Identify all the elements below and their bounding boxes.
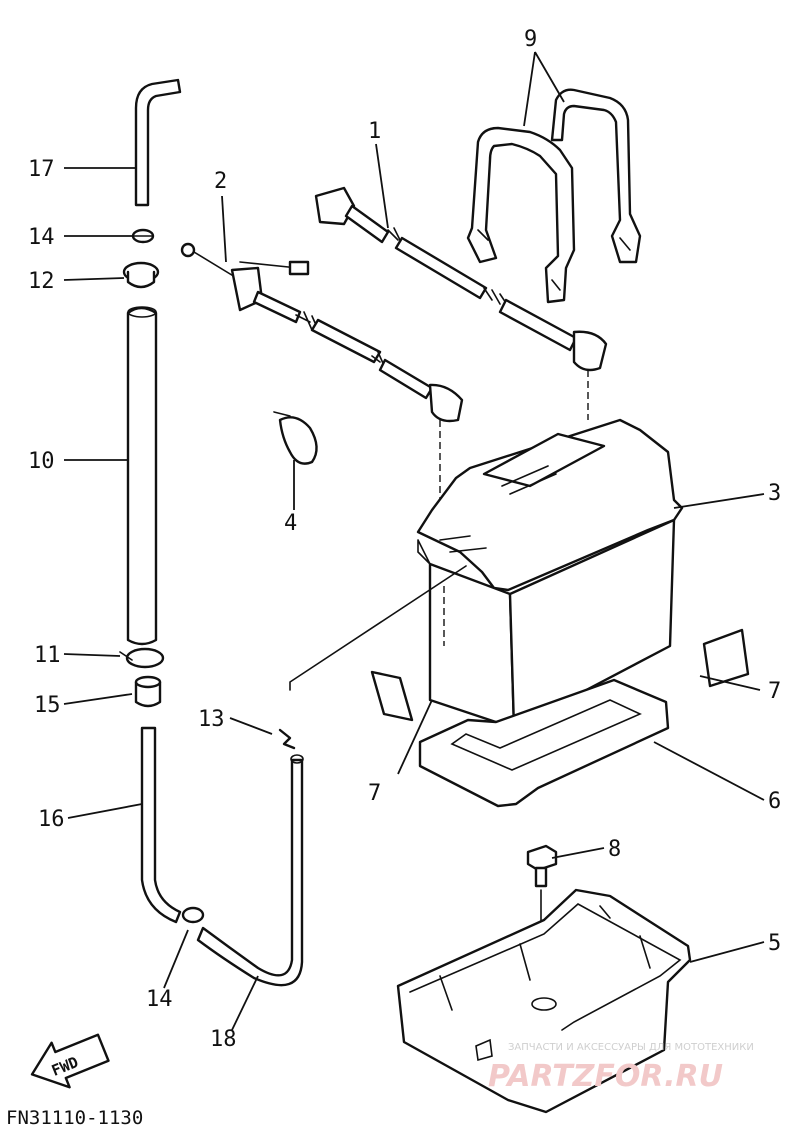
leader-lines bbox=[63, 51, 765, 1031]
callout-7-left: 7 bbox=[368, 781, 381, 806]
callout-7-right: 7 bbox=[768, 679, 781, 704]
part-4-band bbox=[273, 411, 318, 465]
part-3-battery bbox=[416, 418, 684, 730]
part-7-pad-right bbox=[702, 628, 750, 688]
callout-10: 10 bbox=[28, 449, 55, 474]
callout-17: 17 bbox=[28, 157, 55, 182]
callout-5: 5 bbox=[768, 931, 781, 956]
callout-9: 9 bbox=[524, 27, 537, 52]
part-12-clamp bbox=[122, 261, 160, 289]
watermark-brand: PARTZFOR.RU bbox=[488, 1059, 723, 1094]
watermark-tagline: ЗАПЧАСТИ И АКСЕССУАРЫ ДЛЯ МОТОТЕХНИКИ bbox=[508, 1042, 754, 1053]
part-9-battery-straps bbox=[466, 88, 642, 304]
part-10-pipe bbox=[126, 306, 158, 646]
callout-11: 11 bbox=[34, 643, 61, 668]
callout-4: 4 bbox=[284, 511, 297, 536]
callout-2: 2 bbox=[214, 169, 227, 194]
callout-16: 16 bbox=[38, 807, 65, 832]
callout-12: 12 bbox=[28, 269, 55, 294]
part-16-lower-hose bbox=[140, 726, 182, 924]
part-5-battery-case bbox=[396, 888, 692, 1114]
reference-code: FN31110-1130 bbox=[6, 1107, 143, 1129]
part-15-joint bbox=[134, 675, 162, 708]
part-1-positive-cable bbox=[314, 186, 608, 372]
callout-15: 15 bbox=[34, 693, 61, 718]
part-18-hose bbox=[196, 754, 304, 987]
part-14-clip-lower bbox=[181, 906, 205, 924]
callout-13: 13 bbox=[198, 707, 225, 732]
part-11-hose-clip bbox=[119, 647, 165, 669]
callout-14-lower: 14 bbox=[146, 987, 173, 1012]
callout-14-upper: 14 bbox=[28, 225, 55, 250]
callout-3: 3 bbox=[768, 481, 781, 506]
part-2-negative-cable bbox=[180, 242, 464, 423]
fwd-arrow-icon: FWD bbox=[30, 1033, 110, 1089]
part-13-fitting bbox=[278, 728, 296, 750]
part-7-pad-left bbox=[370, 670, 414, 722]
part-6-battery-pad bbox=[418, 678, 670, 808]
callout-8: 8 bbox=[608, 837, 621, 862]
part-14-clip-upper bbox=[131, 228, 155, 244]
callout-6: 6 bbox=[768, 789, 781, 814]
callout-18: 18 bbox=[210, 1027, 237, 1052]
part-17-breather-hose bbox=[134, 78, 182, 207]
callout-1: 1 bbox=[368, 119, 381, 144]
